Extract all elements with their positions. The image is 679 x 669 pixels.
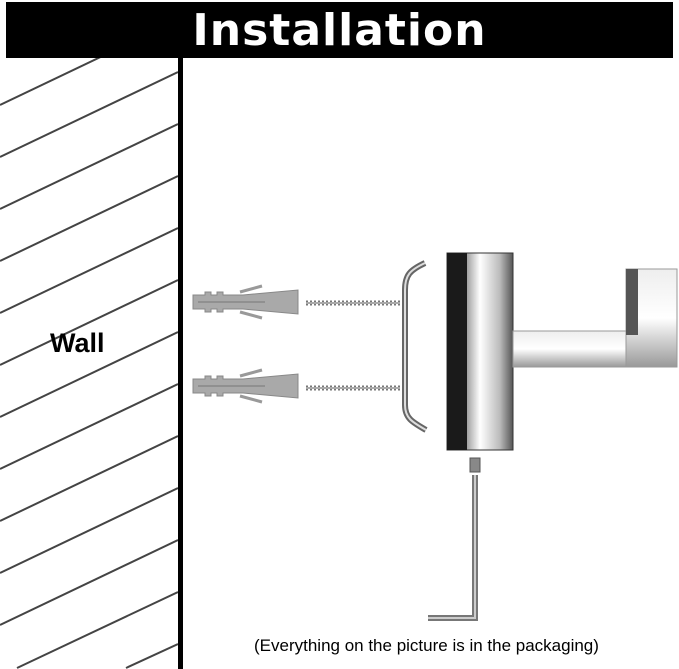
title: Installation — [192, 4, 487, 56]
hex-key-icon — [428, 475, 478, 621]
packaging-note: (Everything on the picture is in the pac… — [254, 636, 599, 655]
set-screw — [469, 457, 481, 473]
wall-anchor — [192, 284, 299, 320]
wall-label: Wall — [50, 328, 105, 358]
wall-anchor — [192, 368, 299, 404]
wall-surface-line — [178, 58, 183, 669]
hook-base — [446, 252, 514, 451]
title-banner: Installation — [6, 2, 673, 58]
hook-arm — [512, 268, 678, 368]
mounting-bracket — [402, 260, 428, 433]
wall-hatching — [0, 58, 178, 669]
